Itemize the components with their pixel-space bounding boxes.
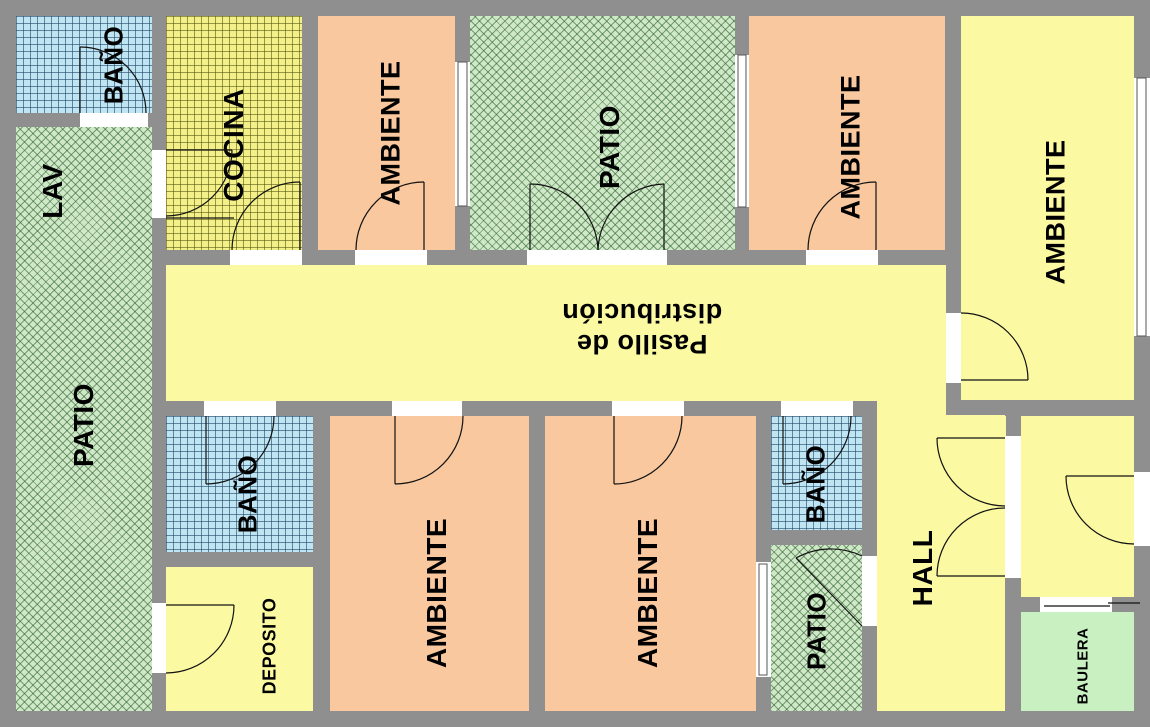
hall-upper <box>946 401 1005 415</box>
door-opening <box>392 401 462 416</box>
door-opening <box>152 603 166 673</box>
door-opening <box>152 150 166 218</box>
room-right-lower <box>1021 416 1134 597</box>
room-ambiente-2: AMBIENTE <box>749 16 945 250</box>
door-opening <box>204 401 276 416</box>
door-opening <box>1005 436 1021 578</box>
door-opening <box>355 250 427 265</box>
room-ambiente-3: AMBIENTE <box>330 416 529 711</box>
door-opening <box>80 113 148 127</box>
room-ambiente-1: AMBIENTE <box>318 16 455 250</box>
room-baulera: BAULERA <box>1021 612 1134 711</box>
room-ambiente-right: AMBIENTE <box>961 16 1134 400</box>
room-patio-small: PATIO <box>771 545 862 711</box>
room-pasillo: Pasillo de distribución <box>166 265 946 401</box>
room-cocina: COCINA <box>166 16 302 250</box>
door-opening <box>862 556 877 626</box>
door-opening <box>806 250 878 265</box>
door-opening <box>612 401 684 416</box>
room-bano-right: BAÑO <box>771 416 862 530</box>
room-bano-top: BAÑO <box>16 16 152 113</box>
room-bano-mid: BAÑO <box>166 416 313 552</box>
room-patio-left: LAV PATIO <box>16 127 152 711</box>
room-deposito: DEPOSITO <box>166 567 313 711</box>
door-opening <box>1040 597 1112 612</box>
hall-connector <box>946 416 1006 446</box>
door-opening <box>527 250 667 265</box>
door-opening <box>230 250 302 265</box>
room-ambiente-4: AMBIENTE <box>545 416 756 711</box>
room-patio-top: PATIO <box>470 16 735 250</box>
window-opening <box>1134 472 1150 546</box>
door-opening <box>781 401 853 416</box>
room-hall: HALL <box>877 401 1005 711</box>
door-opening <box>946 313 961 383</box>
